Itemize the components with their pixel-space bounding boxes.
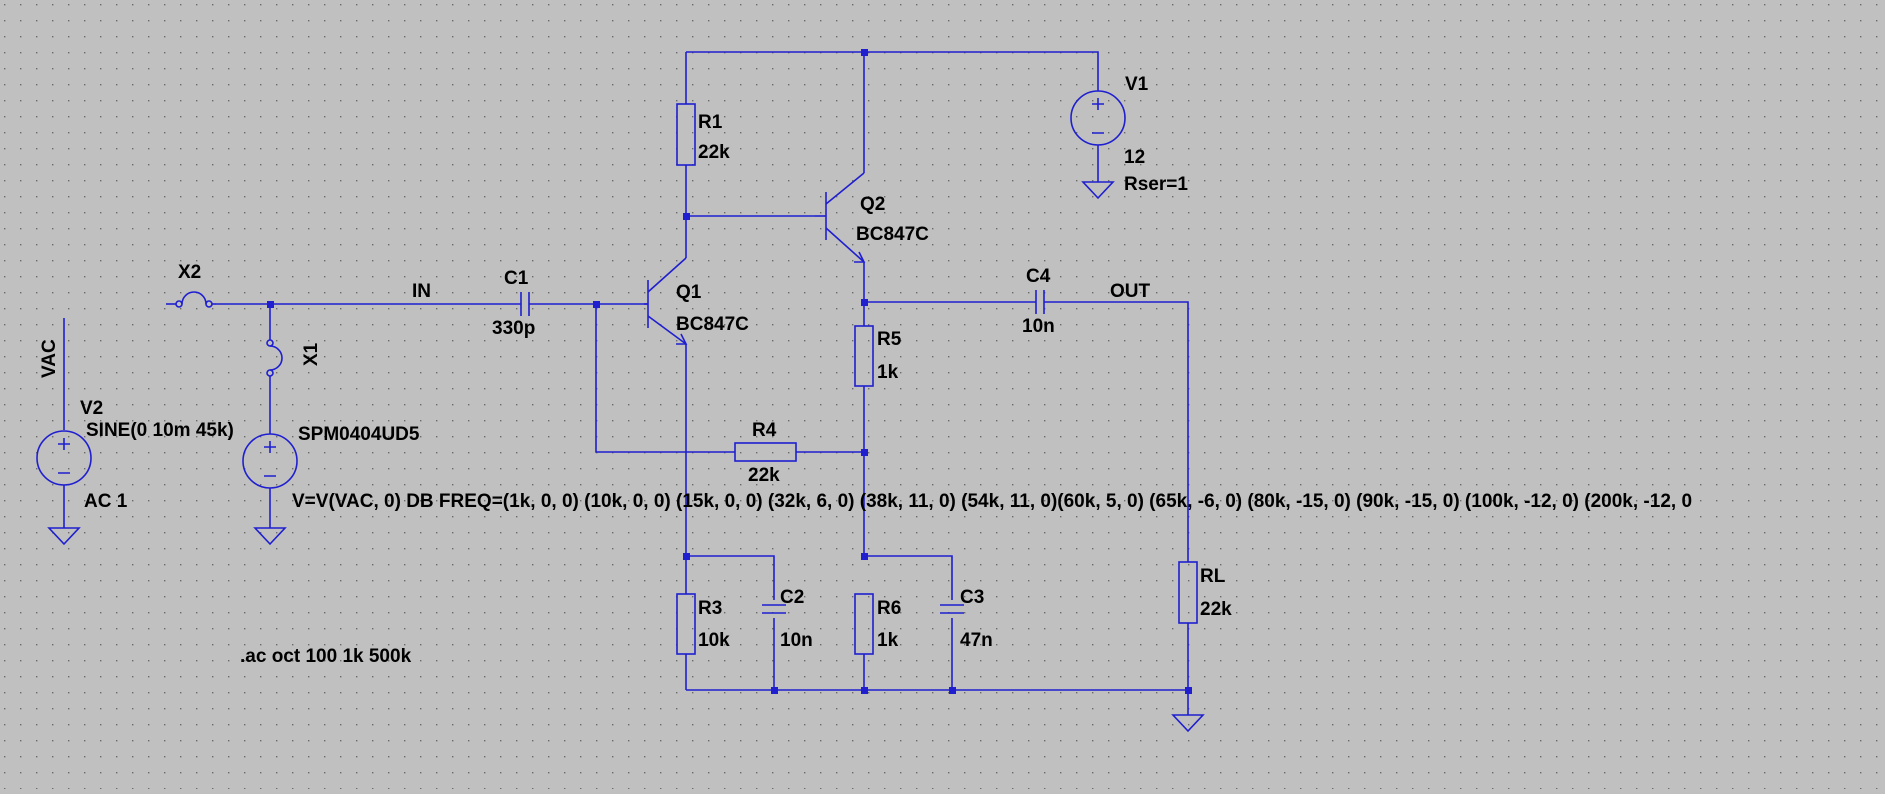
- junction-dot: [683, 553, 690, 560]
- source-v1[interactable]: V1 12 Rser=1: [1070, 74, 1188, 195]
- junction-dot: [267, 301, 274, 308]
- v1-value: 12: [1124, 147, 1145, 168]
- c2-name: C2: [780, 587, 804, 608]
- c2-value: 10n: [780, 630, 813, 651]
- q2-value: BC847C: [856, 224, 929, 245]
- behavioral-expression: V=V(VAC, 0) DB FREQ=(1k, 0, 0) (10k, 0, …: [292, 491, 1692, 512]
- junction-dot: [593, 301, 600, 308]
- ground-icon: [47, 527, 81, 546]
- r6-name: R6: [877, 598, 901, 619]
- v2-extra: AC 1: [84, 491, 128, 512]
- capacitor-c1[interactable]: C1 330p: [492, 268, 540, 339]
- x1-value: SPM0404UD5: [298, 424, 420, 445]
- net-label-in: IN: [412, 281, 431, 302]
- r6-value: 1k: [877, 630, 899, 651]
- npn-transistor-icon: [815, 172, 866, 263]
- net-labels: VAC IN OUT: [39, 281, 1151, 378]
- resistor-r3[interactable]: R3 10k: [676, 593, 730, 655]
- wire: [686, 555, 775, 600]
- r1-value: 22k: [698, 142, 730, 163]
- subcircuit-x2[interactable]: X2: [166, 262, 216, 308]
- npn-transistor-icon: [644, 257, 688, 345]
- junctions: [267, 49, 1192, 694]
- r4-name: R4: [752, 420, 777, 441]
- q2-name: Q2: [860, 194, 885, 215]
- resistor-r6[interactable]: R6 1k: [854, 593, 901, 655]
- q1-name: Q1: [676, 282, 702, 303]
- junction-dot: [771, 687, 778, 694]
- r4-value: 22k: [748, 465, 780, 486]
- wire: [595, 304, 735, 453]
- net-label-out: OUT: [1110, 281, 1151, 302]
- ground-symbols: [47, 181, 1205, 733]
- x1-name: X1: [301, 342, 322, 366]
- junction-dot: [861, 553, 868, 560]
- c4-name: C4: [1026, 266, 1051, 287]
- voltage-source-icon: [242, 433, 298, 489]
- v2-name: V2: [80, 398, 103, 419]
- v1-name: V1: [1125, 74, 1149, 95]
- resistor-r1[interactable]: R1 22k: [676, 103, 730, 166]
- c1-name: C1: [504, 268, 529, 289]
- junction-dot: [861, 49, 868, 56]
- wire: [864, 555, 953, 600]
- ground-icon: [253, 527, 287, 546]
- capacitor-c4[interactable]: C4 10n: [1022, 266, 1056, 337]
- net-label-vac: VAC: [39, 339, 60, 378]
- r3-name: R3: [698, 598, 722, 619]
- junction-dot: [861, 299, 868, 306]
- junction-dot: [861, 449, 868, 456]
- subcircuit-x1[interactable]: X1 SPM0404UD5: [266, 339, 420, 445]
- rl-name: RL: [1200, 566, 1226, 587]
- resistor-r4[interactable]: R4 22k: [734, 420, 797, 486]
- subcircuit-icon: [266, 339, 283, 380]
- ground-icon: [1171, 714, 1205, 733]
- wire: [1056, 301, 1189, 562]
- resistor-r5[interactable]: R5 1k: [854, 325, 902, 387]
- c3-name: C3: [960, 587, 984, 608]
- resistor-rl[interactable]: RL 22k: [1178, 561, 1232, 624]
- c1-value: 330p: [492, 318, 535, 339]
- transistor-q2[interactable]: Q2 BC847C: [815, 172, 929, 263]
- junction-dot: [861, 687, 868, 694]
- x2-name: X2: [178, 262, 201, 283]
- v2-value: SINE(0 10m 45k): [86, 420, 234, 441]
- v1-extra: Rser=1: [1124, 174, 1188, 195]
- source-v2[interactable]: V2 SINE(0 10m 45k) AC 1: [36, 398, 234, 512]
- r5-value: 1k: [877, 362, 899, 383]
- r3-value: 10k: [698, 630, 730, 651]
- junction-dot: [949, 687, 956, 694]
- spice-directive[interactable]: .ac oct 100 1k 500k: [240, 646, 412, 667]
- capacitor-c2[interactable]: C2 10n: [762, 587, 813, 651]
- behavioral-source[interactable]: [242, 433, 298, 489]
- c4-value: 10n: [1022, 316, 1055, 337]
- capacitor-c3[interactable]: C3 47n: [940, 587, 993, 651]
- junction-dot: [1185, 687, 1192, 694]
- r1-name: R1: [698, 112, 723, 133]
- junction-dot: [683, 213, 690, 220]
- voltage-source-icon: [1070, 90, 1126, 146]
- ground-icon: [1081, 181, 1115, 200]
- voltage-source-icon: [36, 430, 92, 486]
- rl-value: 22k: [1200, 599, 1232, 620]
- wires: [63, 51, 1189, 715]
- transistor-q1[interactable]: Q1 BC847C: [644, 257, 749, 345]
- c3-value: 47n: [960, 630, 993, 651]
- subcircuit-icon: [166, 291, 216, 308]
- wire: [686, 51, 1099, 91]
- q1-value: BC847C: [676, 314, 749, 335]
- r5-name: R5: [877, 329, 902, 350]
